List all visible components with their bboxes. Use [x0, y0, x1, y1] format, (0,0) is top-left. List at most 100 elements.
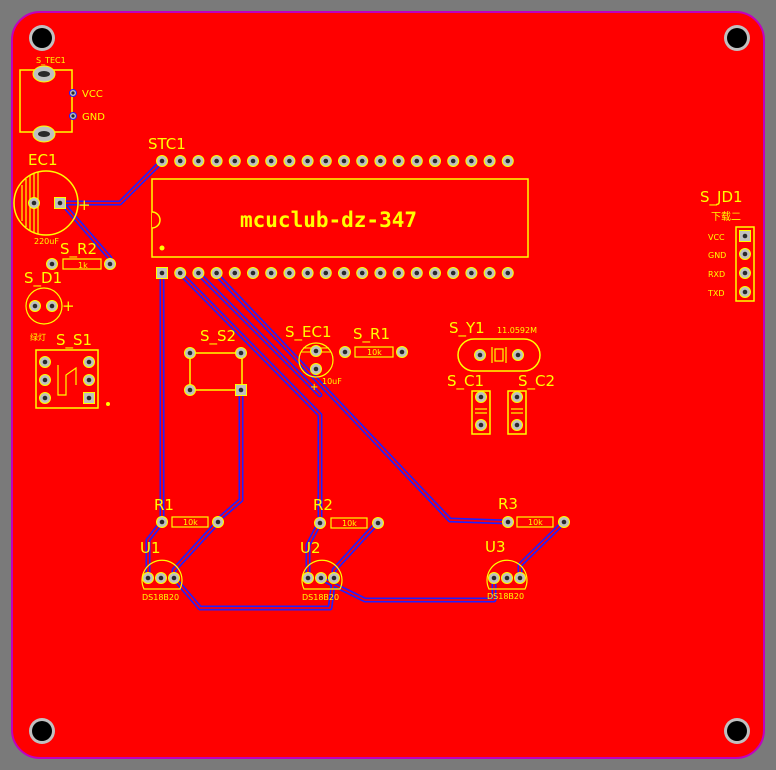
stc1-pin [210, 155, 223, 167]
ec1-value: 220uF [34, 237, 59, 246]
stc1-pin [338, 155, 350, 167]
s-jd1-pin-vcc: VCC [708, 233, 725, 242]
stc1-pin [247, 155, 259, 167]
ec1-label: EC1 [28, 151, 58, 169]
s-ec1: S_EC1 + 10uF [285, 323, 342, 393]
stc1-pin [210, 267, 223, 279]
s-r1-value: 10k [367, 348, 382, 357]
s-d1-label: S_D1 [24, 269, 62, 288]
s-s1: S_S1 [35, 331, 110, 409]
u3: U3 DS18B20 [485, 538, 528, 601]
stc1-label: STC1 [148, 135, 186, 153]
s-s2: S_S2 [184, 327, 247, 396]
u3-label: U3 [485, 538, 506, 556]
r3-label: R3 [498, 495, 518, 513]
stc1-pin [301, 155, 314, 167]
stc1-pin [483, 267, 496, 279]
stc1-pin [283, 155, 296, 167]
stc1-pin [374, 267, 387, 279]
s-s2-label: S_S2 [200, 327, 236, 346]
board-substrate [11, 11, 765, 759]
stc1-pin [338, 267, 350, 279]
stc1-pin [392, 267, 405, 279]
s-ec1-polarity: + [310, 382, 318, 393]
r2-value: 10k [342, 519, 357, 528]
s-y1-label: S_Y1 [449, 319, 485, 338]
s-c2: S_C2 [507, 372, 555, 435]
s-jd1-pin-gnd: GND [708, 251, 726, 260]
stc1-pin [301, 267, 314, 279]
stc1: STC1 mcuclub-dz-347 [148, 135, 529, 279]
stc1-pin [156, 267, 168, 279]
r1: R1 10k [154, 496, 224, 528]
stc1-pin [192, 155, 205, 167]
r3-value: 10k [528, 518, 543, 527]
r1-label: R1 [154, 496, 174, 514]
stc1-pin [429, 155, 441, 167]
s-tec1-vcc-label: VCC [82, 89, 103, 100]
s-tec1-gnd-label: GND [82, 112, 105, 123]
stc1-pin [465, 267, 478, 279]
s-y1: S_Y1 11.0592M [449, 319, 541, 372]
r2-label: R2 [313, 496, 333, 514]
stc1-pin [228, 155, 241, 167]
stc1-pin [192, 267, 205, 279]
mounting-holes [29, 25, 750, 744]
stc1-pin [392, 155, 405, 167]
r1-value: 10k [183, 518, 198, 527]
s-y1-value: 11.0592M [497, 326, 537, 335]
s-tec1: S_TEC1 VCC GND [19, 56, 105, 143]
stc1-pin [156, 155, 168, 167]
s-ec1-value: 10uF [322, 377, 342, 386]
s-c1-label: S_C1 [447, 372, 484, 391]
s-r1: S_R1 10k [339, 325, 408, 358]
stc1-pin [356, 155, 369, 167]
s-c2-label: S_C2 [518, 372, 555, 391]
ec1-polarity: + [78, 196, 91, 214]
s-jd1-pin-rxd: RXD [708, 270, 725, 279]
stc1-pin [410, 267, 423, 279]
s-r1-label: S_R1 [353, 325, 390, 344]
stc1-pin [501, 267, 514, 279]
stc1-pin [174, 155, 187, 167]
s-d1: S_D1 + 绿灯 [24, 269, 75, 342]
s-jd1-pin-txd: TXD [707, 289, 725, 298]
s-c1: S_C1 [447, 372, 491, 435]
board-title: mcuclub-dz-347 [240, 208, 417, 232]
stc1-pin [429, 267, 441, 279]
s-d1-sub: 绿灯 [30, 332, 46, 342]
s-r2: S_R2 1k [46, 240, 116, 270]
u3-part: DS18B20 [487, 592, 524, 601]
u2-part: DS18B20 [302, 593, 339, 602]
stc1-pin [465, 155, 478, 167]
stc1-pin [247, 267, 259, 279]
s-jd1: S_JD1 下载二 VCC GND RXD TXD [700, 188, 755, 302]
s-r2-value: 1k [78, 261, 88, 270]
u2-label: U2 [300, 539, 321, 557]
u2: U2 DS18B20 [300, 539, 343, 602]
stc1-pin [447, 155, 460, 167]
stc1-pin [483, 155, 496, 167]
r2: R2 10k [313, 496, 384, 529]
stc1-pin [283, 267, 296, 279]
stc1-pin [174, 267, 187, 279]
stc1-pin [319, 267, 332, 279]
s-r2-label: S_R2 [60, 240, 97, 259]
s-jd1-sub: 下载二 [711, 211, 741, 223]
s-tec1-label: S_TEC1 [36, 56, 66, 65]
u1-label: U1 [140, 539, 161, 557]
s-ec1-label: S_EC1 [285, 323, 332, 342]
s-s1-label: S_S1 [56, 331, 92, 350]
stc1-pin [228, 267, 241, 279]
stc1-pin [501, 155, 514, 167]
ec1: EC1 + 220uF [13, 151, 91, 246]
stc1-pin [374, 155, 387, 167]
u1: U1 DS18B20 [140, 539, 183, 602]
r3: R3 10k [498, 495, 570, 528]
u1-part: DS18B20 [142, 593, 179, 602]
stc1-pin [265, 155, 278, 167]
s-d1-polarity: + [62, 297, 75, 315]
stc1-pin [265, 267, 278, 279]
stc1-pin [319, 155, 332, 167]
